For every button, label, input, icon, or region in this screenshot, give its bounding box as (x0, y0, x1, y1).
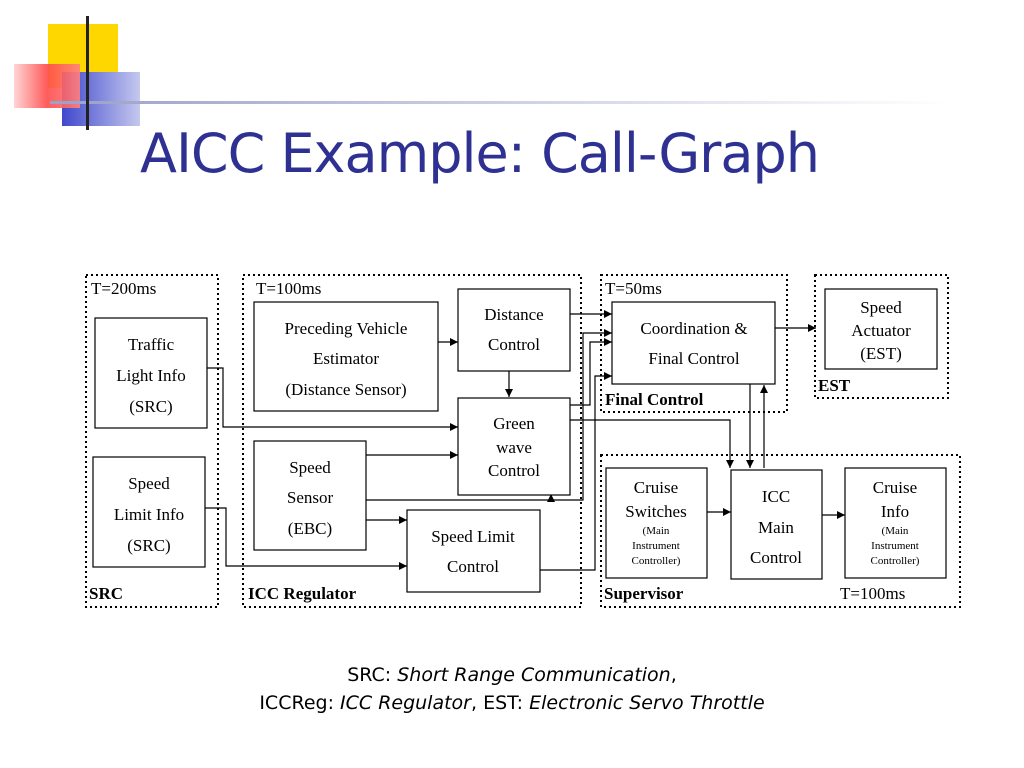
box-label: Traffic (128, 335, 175, 354)
box-label: wave (496, 438, 532, 457)
arrow-speedlimitinfo-to-speedlimitcontrol (205, 507, 407, 570)
caption-est-expansion: Electronic Servo Throttle (529, 692, 765, 714)
zone-final-control-name: Final Control (605, 390, 704, 409)
zone-icc-regulator-period: T=100ms (256, 279, 321, 298)
box-label: Final Control (648, 349, 739, 368)
zone-src-period: T=200ms (91, 279, 156, 298)
box-sublabel: Controller) (632, 555, 681, 567)
caption-line-1: SRC: Short Range Communication, (0, 664, 1024, 686)
zone-est-name: EST (818, 376, 851, 395)
box-label: ICC (762, 487, 790, 506)
zone-final-control (600, 274, 788, 413)
box-traffic-light-info: Traffic Light Info (SRC) (94, 317, 208, 429)
arrow-traffic-to-greenwave (207, 367, 458, 431)
zone-supervisor-period: T=100ms (840, 584, 905, 603)
caption-iccreg-abbr: ICCReg: (259, 692, 341, 714)
box-label: Actuator (851, 321, 911, 340)
caption-line-2: ICCReg: ICC Regulator, EST: Electronic S… (0, 692, 1024, 714)
box-label: Main (758, 518, 794, 537)
box-label: Distance (484, 305, 543, 324)
box-label: Cruise (634, 478, 678, 497)
zone-src (85, 274, 219, 608)
arrow-speedlimitcontrol-to-coordination (540, 372, 612, 571)
arrow-greenwave-to-iccmain (570, 419, 734, 468)
zone-final-control-period: T=50ms (605, 279, 662, 298)
caption-src-expansion: Short Range Communication (397, 664, 671, 686)
box-sublabel: Instrument (632, 540, 680, 552)
box-speed-actuator: Speed Actuator (EST) (824, 288, 938, 370)
box-label: Cruise (873, 478, 917, 497)
box-label: Sensor (287, 488, 334, 507)
box-sublabel: (Main (882, 525, 909, 537)
box-label: Preceding Vehicle (285, 319, 408, 338)
box-label: Light Info (116, 366, 185, 385)
box-label: Speed Limit (431, 527, 515, 546)
box-label: Green (493, 414, 535, 433)
box-label: Switches (625, 502, 686, 521)
box-speed-sensor: Speed Sensor (EBC) (253, 440, 367, 551)
logo-red-square (14, 64, 80, 108)
zone-est (814, 274, 949, 399)
box-label: Control (447, 557, 499, 576)
box-label: Speed (128, 474, 170, 493)
box-label: (SRC) (127, 536, 170, 555)
connections (205, 310, 845, 571)
caption-src-abbr: SRC: (347, 664, 398, 686)
box-coordination-final-control: Coordination & Final Control (611, 301, 776, 385)
zone-icc-regulator-name: ICC Regulator (248, 584, 357, 603)
box-label: Speed (289, 458, 331, 477)
box-label: Speed (860, 298, 902, 317)
logo-vertical-bar (86, 16, 89, 130)
box-label: (EST) (860, 344, 902, 363)
box-cruise-switches: Cruise Switches (Main Instrument Control… (605, 467, 708, 579)
box-label: (EBC) (288, 519, 332, 538)
box-cruise-info: Cruise Info (Main Instrument Controller) (844, 467, 947, 579)
slide-title: AICC Example: Call-Graph (140, 122, 820, 185)
zone-src-name: SRC (89, 584, 123, 603)
box-label: Info (881, 502, 909, 521)
slide-logo (14, 16, 950, 130)
box-preceding-vehicle-estimator: Preceding Vehicle Estimator (Distance Se… (253, 301, 439, 412)
zone-supervisor (600, 454, 961, 608)
arrow-greenwave-to-coordination (570, 338, 612, 406)
box-label: Control (488, 335, 540, 354)
box-icc-main-control: ICC Main Control (730, 469, 823, 580)
box-speed-limit-info: Speed Limit Info (SRC) (92, 456, 206, 568)
box-sublabel: Instrument (871, 540, 919, 552)
box-speed-limit-control: Speed Limit Control (406, 509, 541, 593)
box-distance-control: Distance Control (457, 288, 571, 372)
caption-est-abbr: , EST: (471, 692, 530, 714)
caption-iccreg-expansion: ICC Regulator (340, 692, 471, 714)
arrow-speedsensor-to-coordination (366, 329, 612, 501)
box-label: Control (750, 548, 802, 567)
box-label: Limit Info (114, 505, 184, 524)
box-label: Control (488, 461, 540, 480)
box-label: (Distance Sensor) (285, 380, 406, 399)
box-green-wave-control: Green wave Control (457, 397, 571, 496)
zone-supervisor-name: Supervisor (604, 584, 684, 603)
box-sublabel: (Main (643, 525, 670, 537)
box-label: (SRC) (129, 397, 172, 416)
box-label: Estimator (313, 349, 379, 368)
box-label: Coordination & (640, 319, 747, 338)
logo-rule (50, 101, 950, 104)
box-sublabel: Controller) (871, 555, 920, 567)
caption-separator: , (670, 664, 677, 686)
